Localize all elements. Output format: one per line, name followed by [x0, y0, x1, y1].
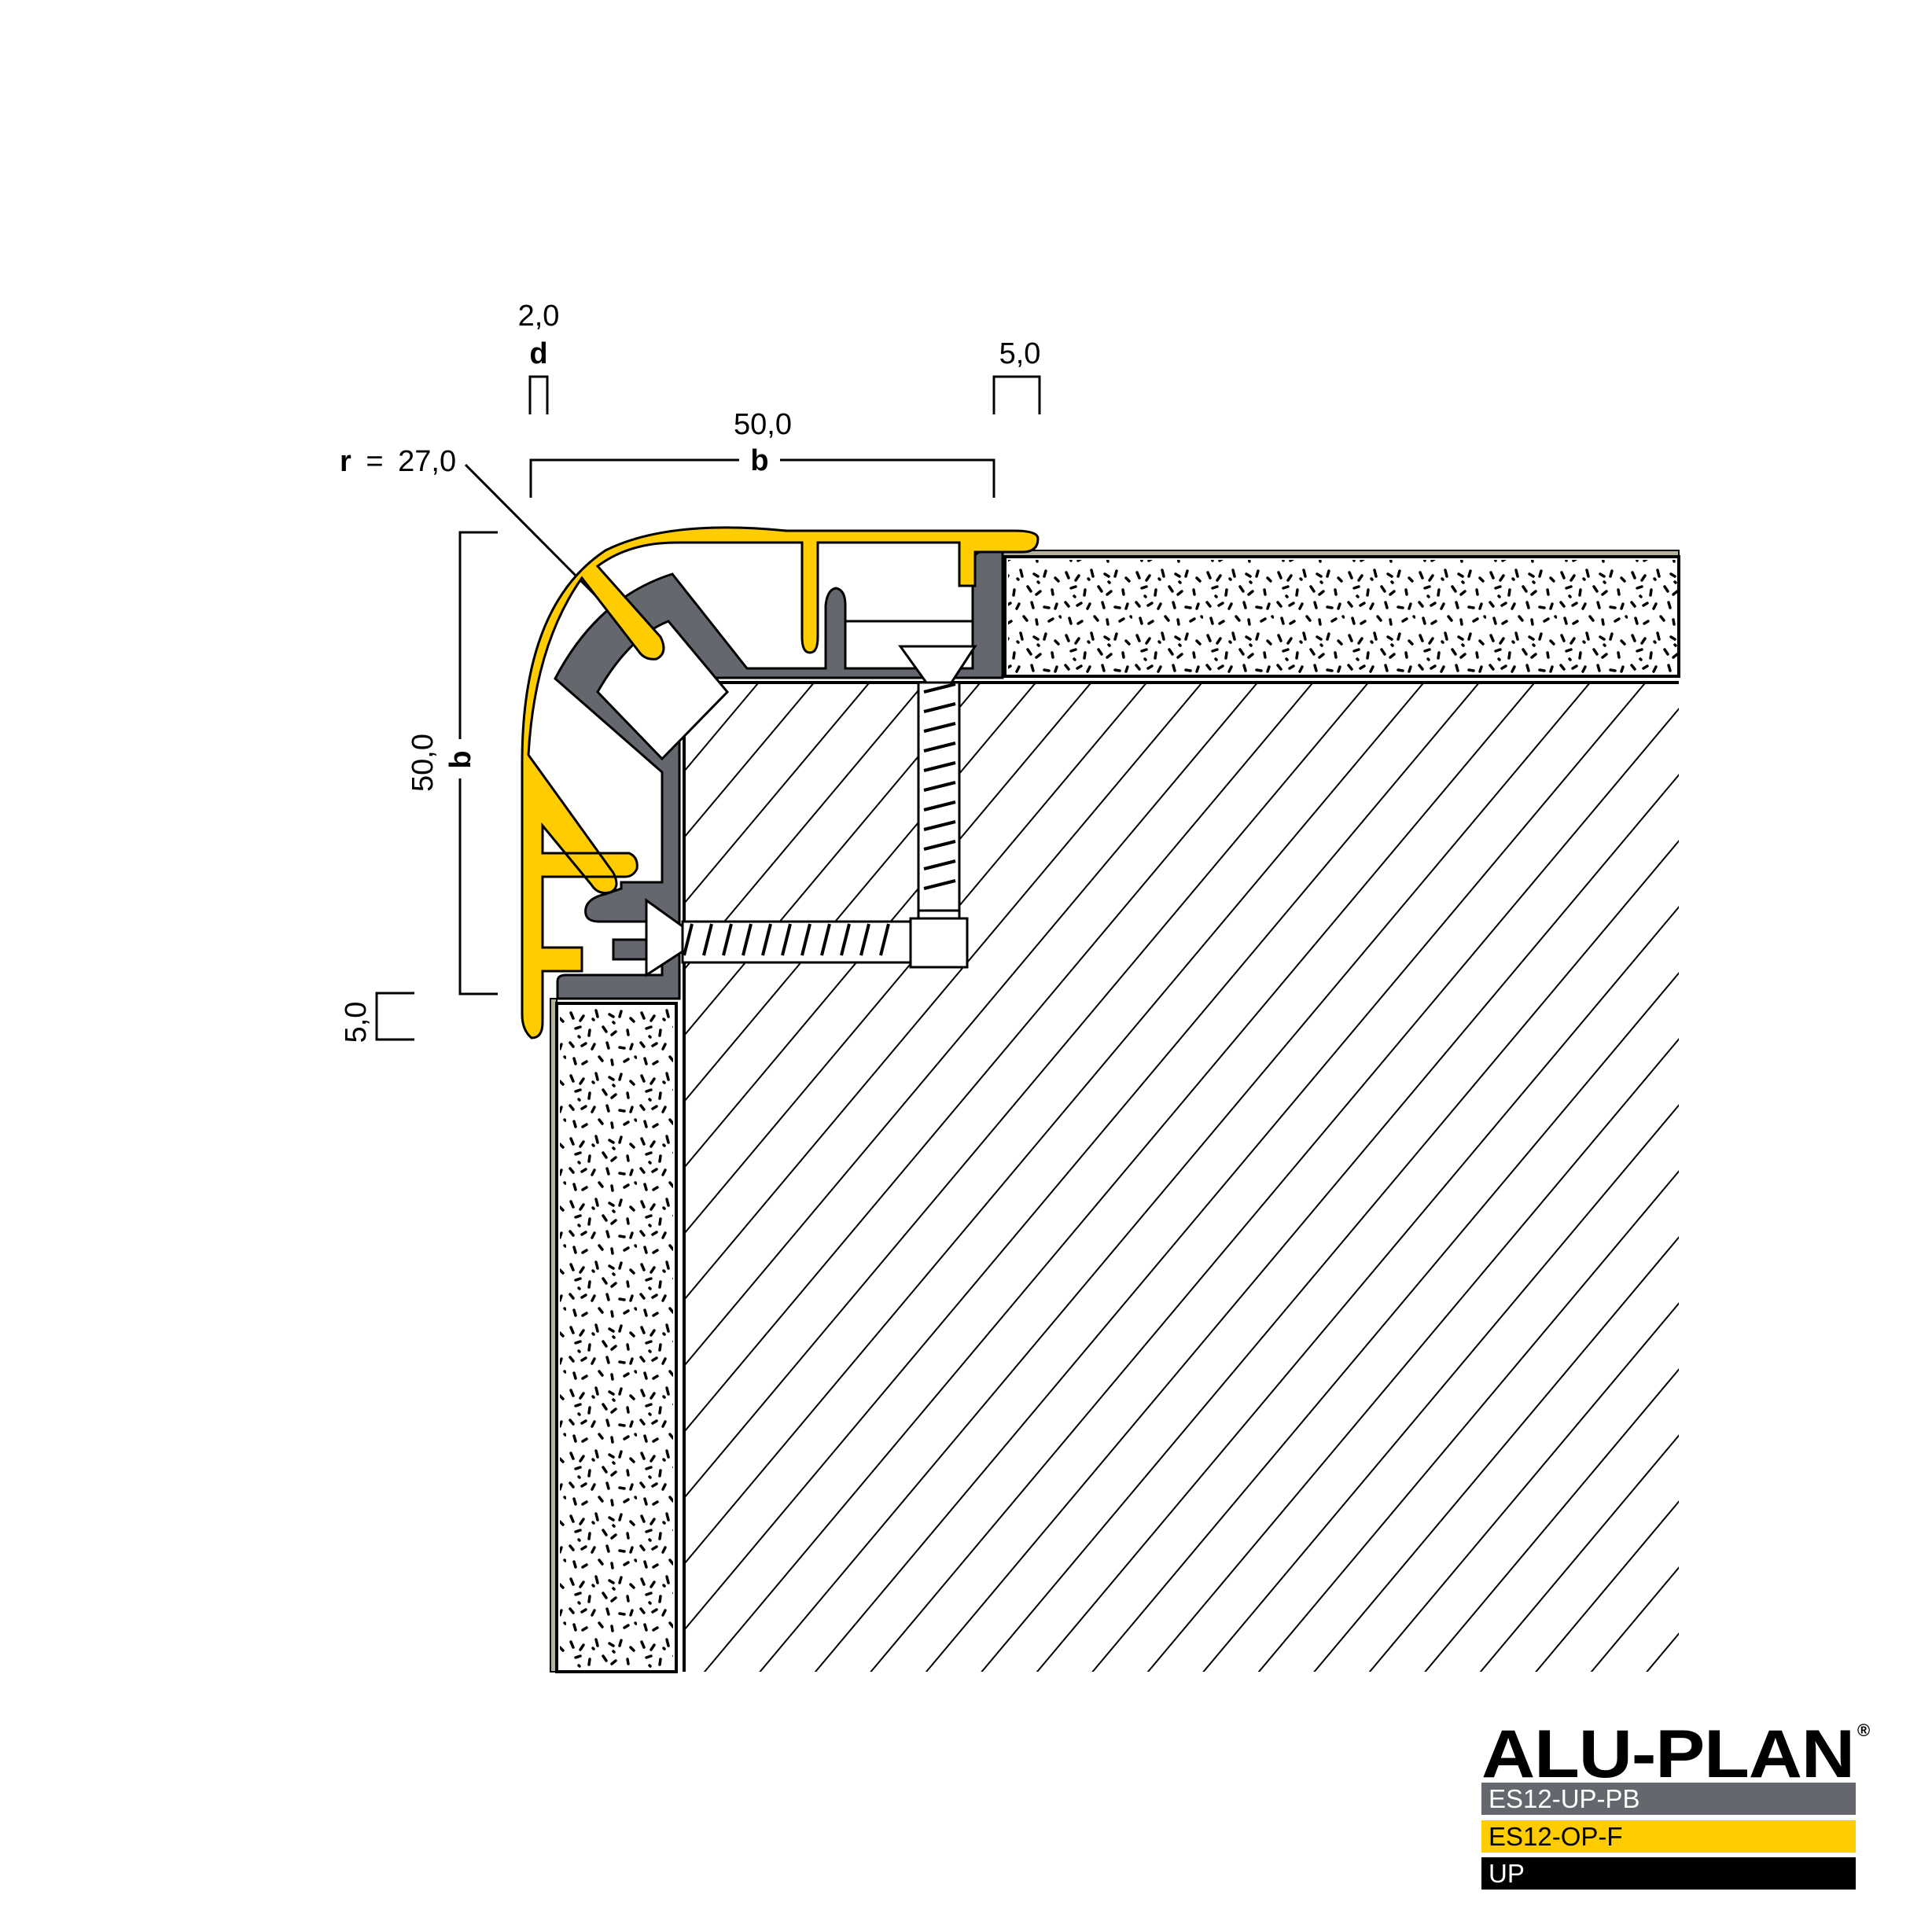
top-overlap-bracket — [992, 375, 1041, 414]
dimension-thickness: 2,0 d — [518, 300, 560, 414]
product-bar-1 — [1481, 1783, 1856, 1815]
side-overlap-value: 5,0 — [340, 1002, 373, 1043]
width-label: b — [750, 444, 768, 477]
product-bar-1-label: ES12-UP-PB — [1489, 1784, 1640, 1813]
substrate-block — [683, 681, 1679, 1672]
dimension-side-overlap: 5,0 — [340, 992, 414, 1043]
side-overlap-bracket — [375, 992, 414, 1041]
tile-top — [986, 550, 1680, 678]
svg-text:r = 27,0: r = 27,0 — [340, 445, 456, 478]
screw-horizontal — [645, 898, 969, 977]
dimension-height-side: b 50,0 — [407, 531, 498, 995]
top-overlap-value: 5,0 — [999, 337, 1041, 370]
product-bar-3-label: UP — [1489, 1859, 1525, 1888]
cover-profile — [521, 526, 1040, 1040]
product-bar-3 — [1481, 1857, 1856, 1890]
thickness-bracket — [528, 375, 549, 414]
radius-value: 27,0 — [398, 445, 456, 478]
brand-name: ALU-PLAN — [1481, 1717, 1854, 1792]
radius-equals: = — [366, 445, 383, 478]
width-value: 50,0 — [734, 408, 792, 441]
brand-logo: ALU-PLAN ® ES12-UP-PB ES12-OP-F UP — [1481, 1717, 1870, 1890]
height-label: b — [444, 750, 477, 768]
registered-mark: ® — [1857, 1720, 1870, 1740]
radius-label: r — [340, 445, 351, 478]
dimension-width-top: 50,0 b — [529, 408, 995, 498]
dimension-top-overlap: 5,0 — [992, 337, 1041, 414]
thickness-value: 2,0 — [518, 300, 560, 333]
thickness-label: d — [529, 337, 547, 370]
product-bar-2-label: ES12-OP-F — [1489, 1822, 1623, 1851]
product-bar-2 — [1481, 1820, 1856, 1853]
dimension-radius: r = 27,0 — [340, 445, 599, 599]
tile-side — [550, 998, 678, 1673]
height-value: 50,0 — [407, 734, 440, 792]
